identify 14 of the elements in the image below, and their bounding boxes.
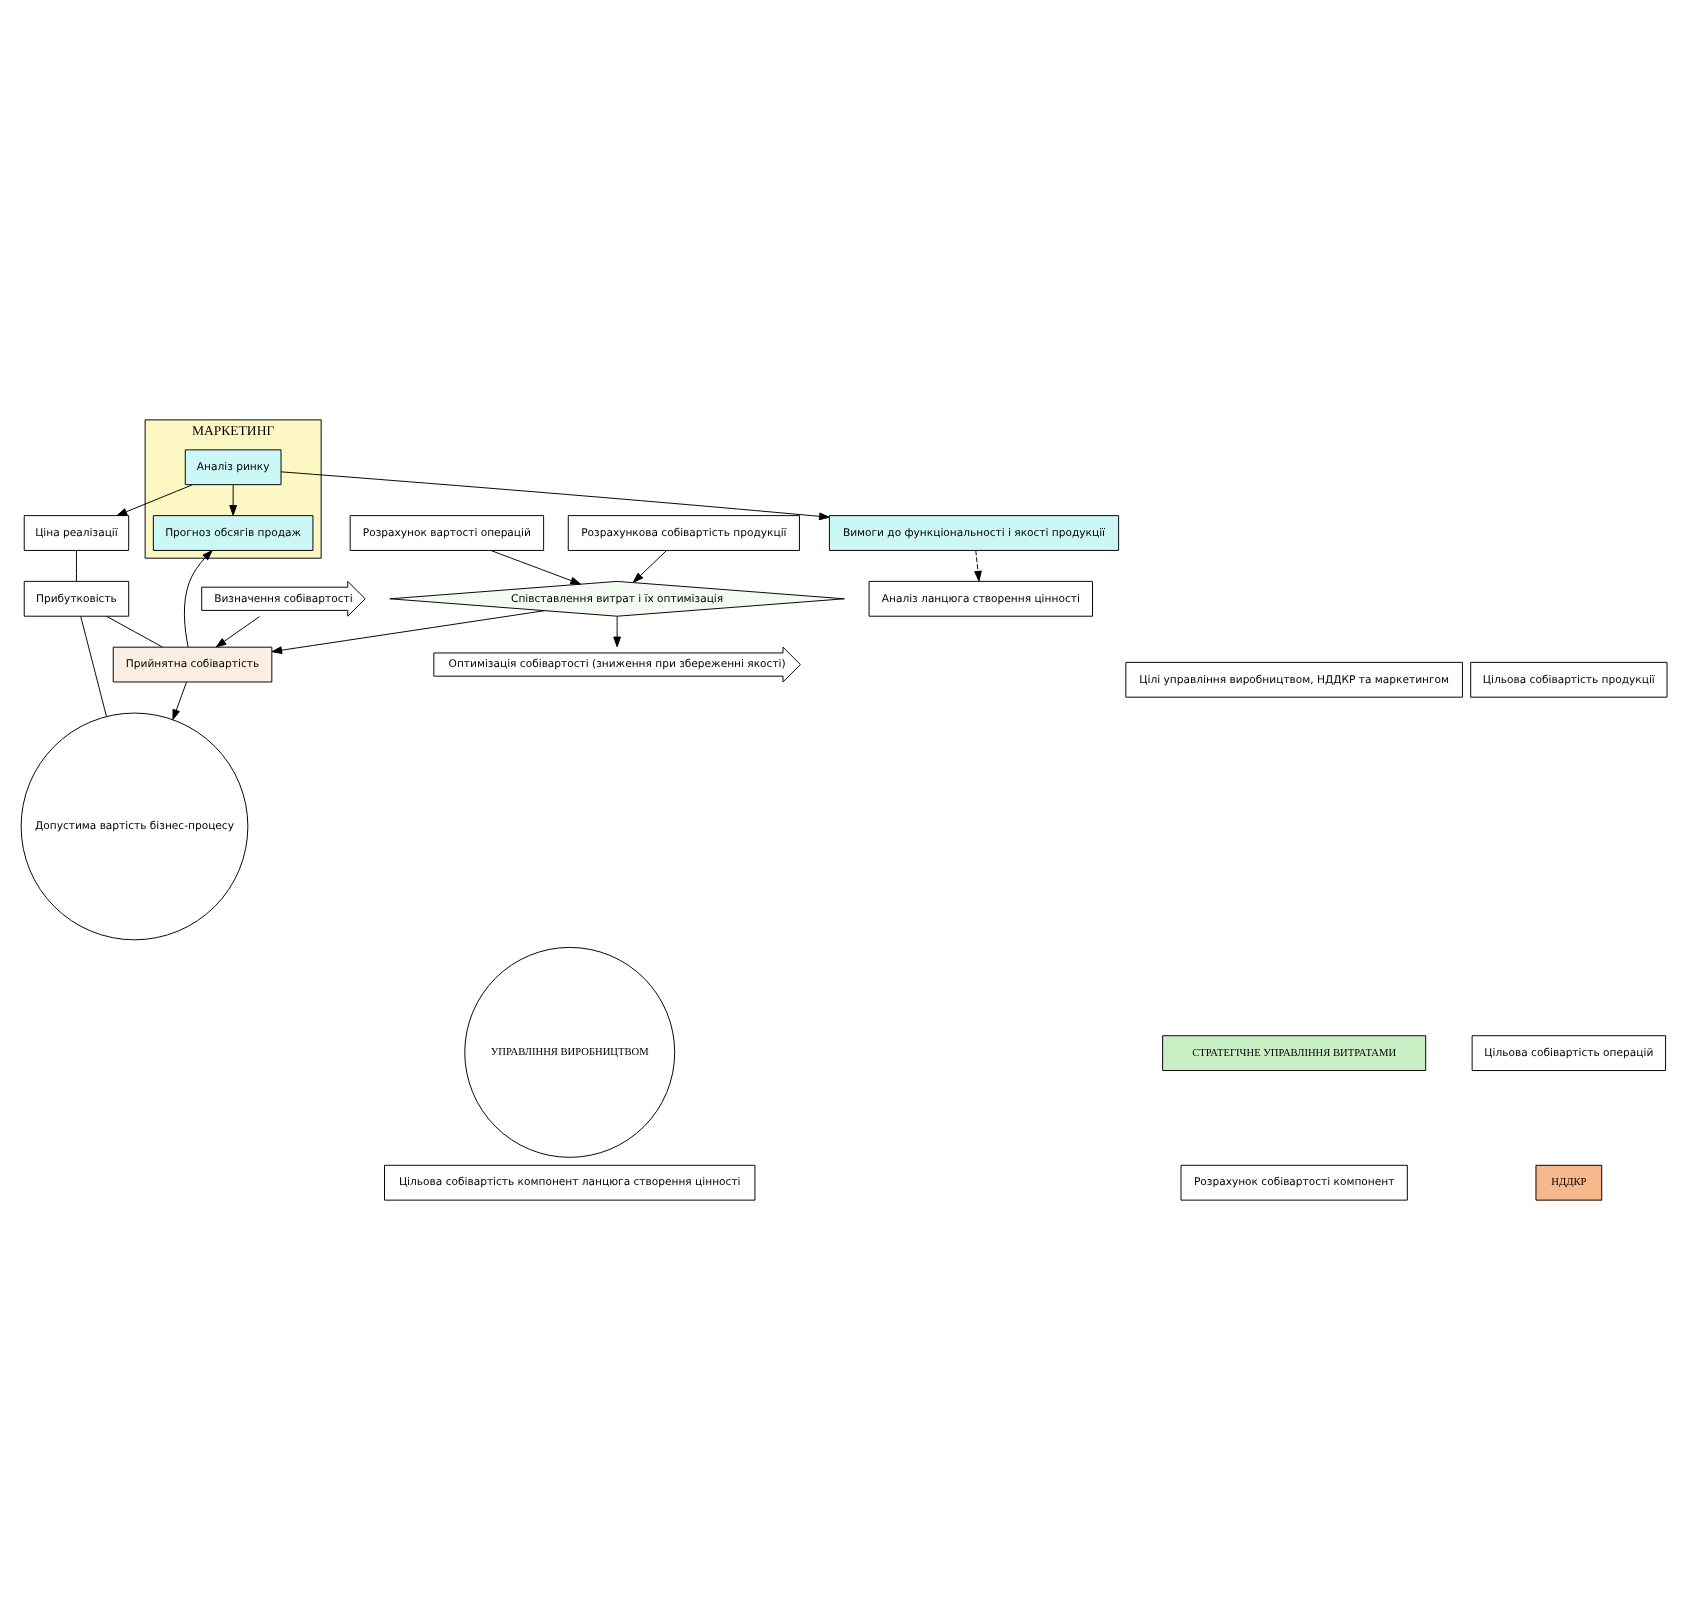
arrow <box>172 681 187 721</box>
arrow <box>490 550 581 585</box>
connector <box>75 550 77 582</box>
arrow <box>632 550 667 583</box>
arrow <box>974 550 982 582</box>
arrow <box>229 484 237 516</box>
arrow <box>215 616 261 648</box>
arrow <box>116 484 193 516</box>
arrow <box>271 610 546 655</box>
arrow <box>183 550 213 648</box>
connector <box>80 615 107 717</box>
arrow <box>280 471 830 521</box>
arrow <box>613 616 621 648</box>
connector <box>106 615 163 648</box>
